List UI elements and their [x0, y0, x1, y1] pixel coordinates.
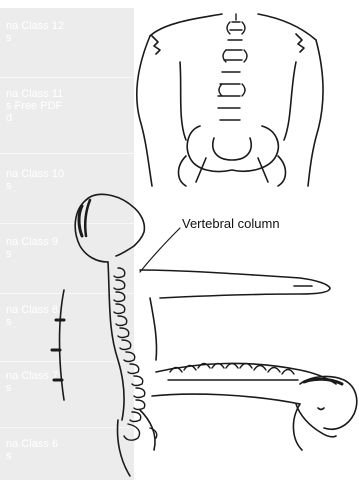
side-view-figure	[52, 194, 330, 476]
vertebral-column-label: Vertebral column	[182, 216, 280, 231]
bent-figure	[152, 363, 357, 450]
label-pointer-line	[140, 228, 180, 272]
back-view-figure	[137, 14, 323, 186]
side-spine	[114, 268, 157, 440]
